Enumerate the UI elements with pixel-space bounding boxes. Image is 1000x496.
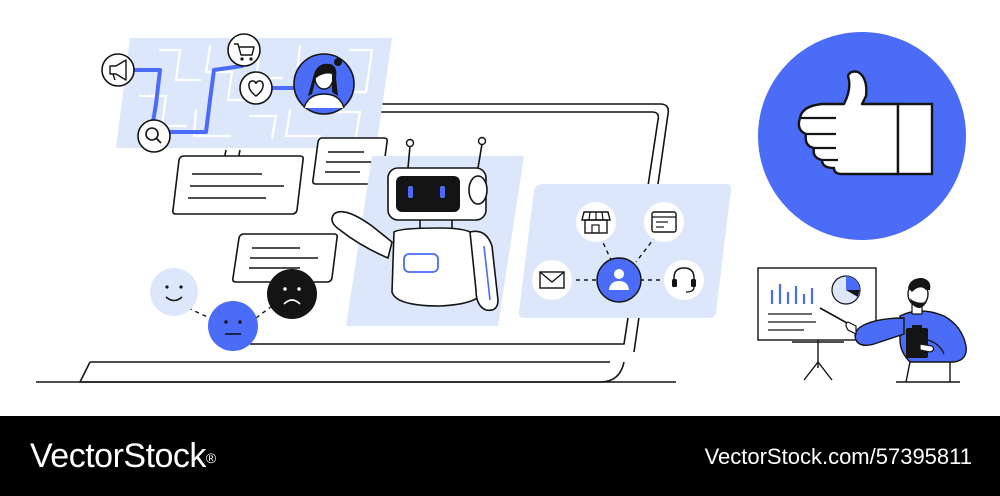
envelope-icon <box>532 260 572 300</box>
registered-mark: ® <box>205 450 216 466</box>
brand-name: VectorStock <box>30 437 206 475</box>
happy-face-icon <box>150 268 198 316</box>
headset-icon <box>664 260 704 300</box>
clipboard-icon <box>906 325 928 358</box>
browser-window-icon <box>644 202 684 242</box>
footer-bar: VectorStock® VectorStock.com/57395811 <box>0 416 1000 496</box>
search-icon <box>137 119 171 153</box>
message-bubble-bottom <box>232 233 338 283</box>
emoji-connectors <box>187 305 273 321</box>
sad-face-icon <box>267 269 317 319</box>
heart-icon <box>239 71 273 105</box>
neutral-face-icon <box>208 301 258 351</box>
stock-id: VectorStock.com/57395811 <box>704 444 972 469</box>
laptop <box>36 103 676 383</box>
customer-network-panel <box>518 184 732 318</box>
vectorstock-logo: VectorStock® <box>30 436 216 476</box>
user-icon <box>596 257 642 303</box>
robot <box>331 136 524 326</box>
bar-chart-icon <box>770 284 814 304</box>
thumbs-up-badge <box>758 32 966 240</box>
message-bubble-large <box>172 155 304 215</box>
presenter <box>819 278 967 383</box>
pie-chart-icon <box>831 275 861 305</box>
woman-avatar-icon <box>293 53 355 115</box>
megaphone-icon <box>101 53 135 87</box>
thumbs-up-icon <box>797 70 934 176</box>
illustration-canvas <box>36 32 967 383</box>
shopping-cart-icon <box>227 33 261 67</box>
presentation-board <box>757 267 877 381</box>
store-icon <box>576 202 616 242</box>
